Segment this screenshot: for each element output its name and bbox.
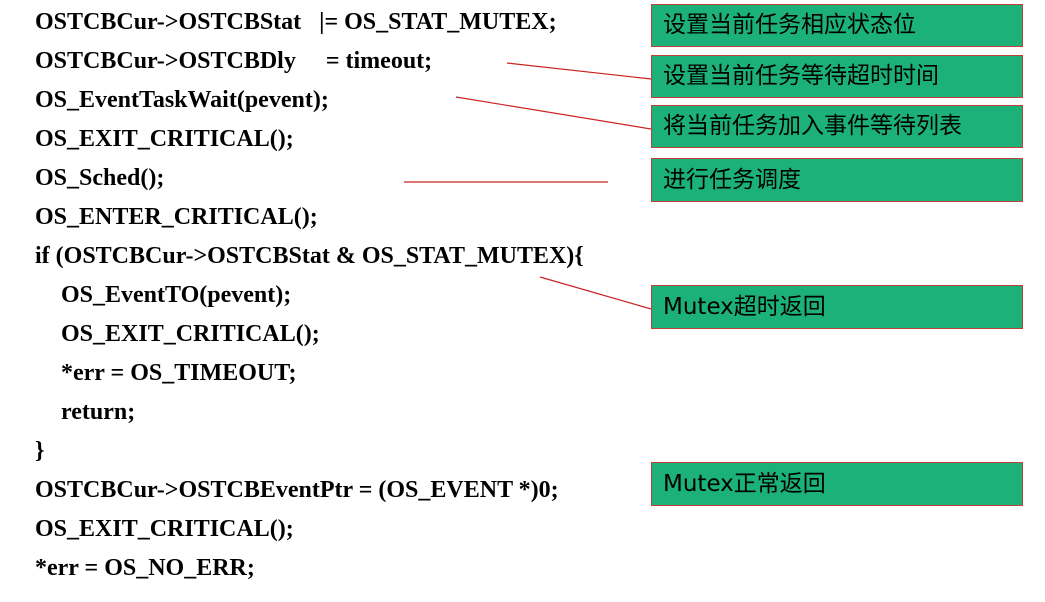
code-line-exit-critical-3: OS_EXIT_CRITICAL(); [35,516,294,542]
note-mutex-timeout: Mutex超时返回 [651,285,1023,329]
connector-mutex-timeout [539,276,652,310]
code-line-err-no-err: *err = OS_NO_ERR; [35,555,255,581]
code-line-enter-critical: OS_ENTER_CRITICAL(); [35,204,318,230]
code-line-task-wait: OS_EventTaskWait(pevent); [35,87,329,113]
code-line-clear-eventptr: OSTCBCur->OSTCBEventPtr = (OS_EVENT *)0; [35,477,559,503]
code-line-err-timeout: *err = OS_TIMEOUT; [61,360,297,386]
code-line-set-stat: OSTCBCur->OSTCBStat |= OS_STAT_MUTEX; [35,9,557,35]
code-line-return: return; [61,399,136,425]
code-line-set-dly: OSTCBCur->OSTCBDly = timeout; [35,48,433,74]
code-line-event-to: OS_EventTO(pevent); [61,282,292,308]
note-schedule: 进行任务调度 [651,158,1023,202]
connector-add-wait-list [455,96,652,130]
note-mutex-normal: Mutex正常返回 [651,462,1023,506]
note-set-timeout: 设置当前任务等待超时时间 [651,55,1023,98]
code-line-if: if (OSTCBCur->OSTCBStat & OS_STAT_MUTEX)… [35,243,584,269]
code-line-sched: OS_Sched(); [35,165,165,191]
note-add-wait-list: 将当前任务加入事件等待列表 [651,105,1023,148]
code-line-exit-critical-2: OS_EXIT_CRITICAL(); [61,321,320,347]
connector-set-timeout [506,62,652,80]
note-set-status: 设置当前任务相应状态位 [651,4,1023,47]
code-line-close-brace: } [35,438,45,464]
code-line-exit-critical-1: OS_EXIT_CRITICAL(); [35,126,294,152]
